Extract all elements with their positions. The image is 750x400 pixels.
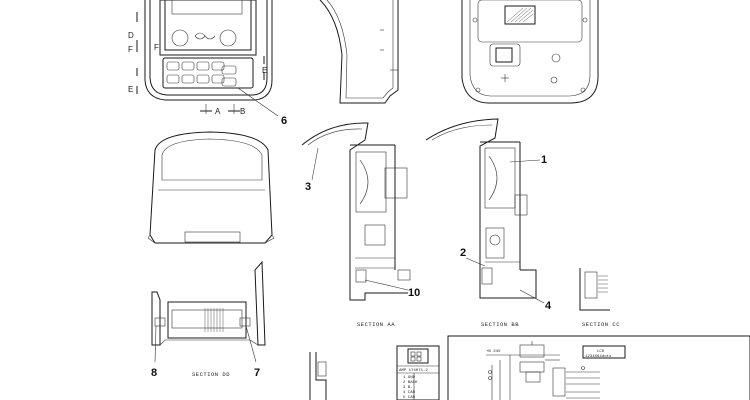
detail-fragment	[309, 352, 327, 400]
section-bb-label: SECTION BB	[481, 321, 519, 328]
connector-table: AMP 174071-2 1 GND 2 BACK 3 B- 4 CAN 5 C…	[396, 345, 440, 400]
connector-row-5: 5 CAN	[403, 396, 416, 400]
cut-mark-a: A	[215, 107, 221, 116]
schematic-lcd-part: 1234X64dots	[585, 354, 612, 359]
section-dd-drawing	[151, 260, 266, 346]
schematic-lcd-label: LCD	[597, 350, 605, 354]
schematic-rail: +B 24V	[486, 350, 501, 354]
side-view-monitor	[319, 0, 399, 104]
callout-2: 2	[460, 247, 466, 259]
rear-view-monitor	[461, 0, 599, 104]
callout-8: 8	[151, 367, 157, 379]
connector-row-2: 2 BACK	[403, 381, 418, 385]
callout-1: 1	[541, 154, 547, 166]
cut-mark-f-left: F	[128, 45, 133, 54]
callout-6: 6	[281, 115, 287, 127]
wiring-schematic: +B 24V LCD 1234X64dots	[447, 335, 750, 400]
cut-mark-e-left: E	[128, 85, 133, 94]
connector-row-4: 4 CAN	[403, 391, 416, 395]
bezel-view	[147, 131, 275, 244]
section-aa-label: SECTION AA	[357, 321, 395, 328]
connector-row-1: 1 GND	[403, 376, 416, 380]
section-bb-drawing	[425, 118, 537, 299]
cut-mark-d: D	[128, 31, 134, 40]
connector-header: AMP 174071-2	[399, 369, 428, 373]
callout-10: 10	[408, 287, 420, 299]
cut-marks-left: D F E F E A B	[128, 12, 267, 116]
section-dd-label: SECTION DD	[192, 371, 230, 378]
callout-4: 4	[545, 300, 552, 312]
section-cc-drawing	[579, 268, 610, 311]
callout-3: 3	[305, 181, 311, 193]
callout-7: 7	[254, 367, 260, 379]
connector-row-3: 3 B-	[403, 386, 413, 390]
section-cc-label: SECTION CC	[582, 321, 620, 328]
cut-mark-b: B	[240, 107, 245, 116]
front-view-monitor	[144, 0, 273, 101]
section-aa-drawing	[301, 122, 411, 301]
cut-mark-e-right: E	[262, 66, 267, 75]
cut-mark-f-inner: F	[154, 43, 159, 52]
